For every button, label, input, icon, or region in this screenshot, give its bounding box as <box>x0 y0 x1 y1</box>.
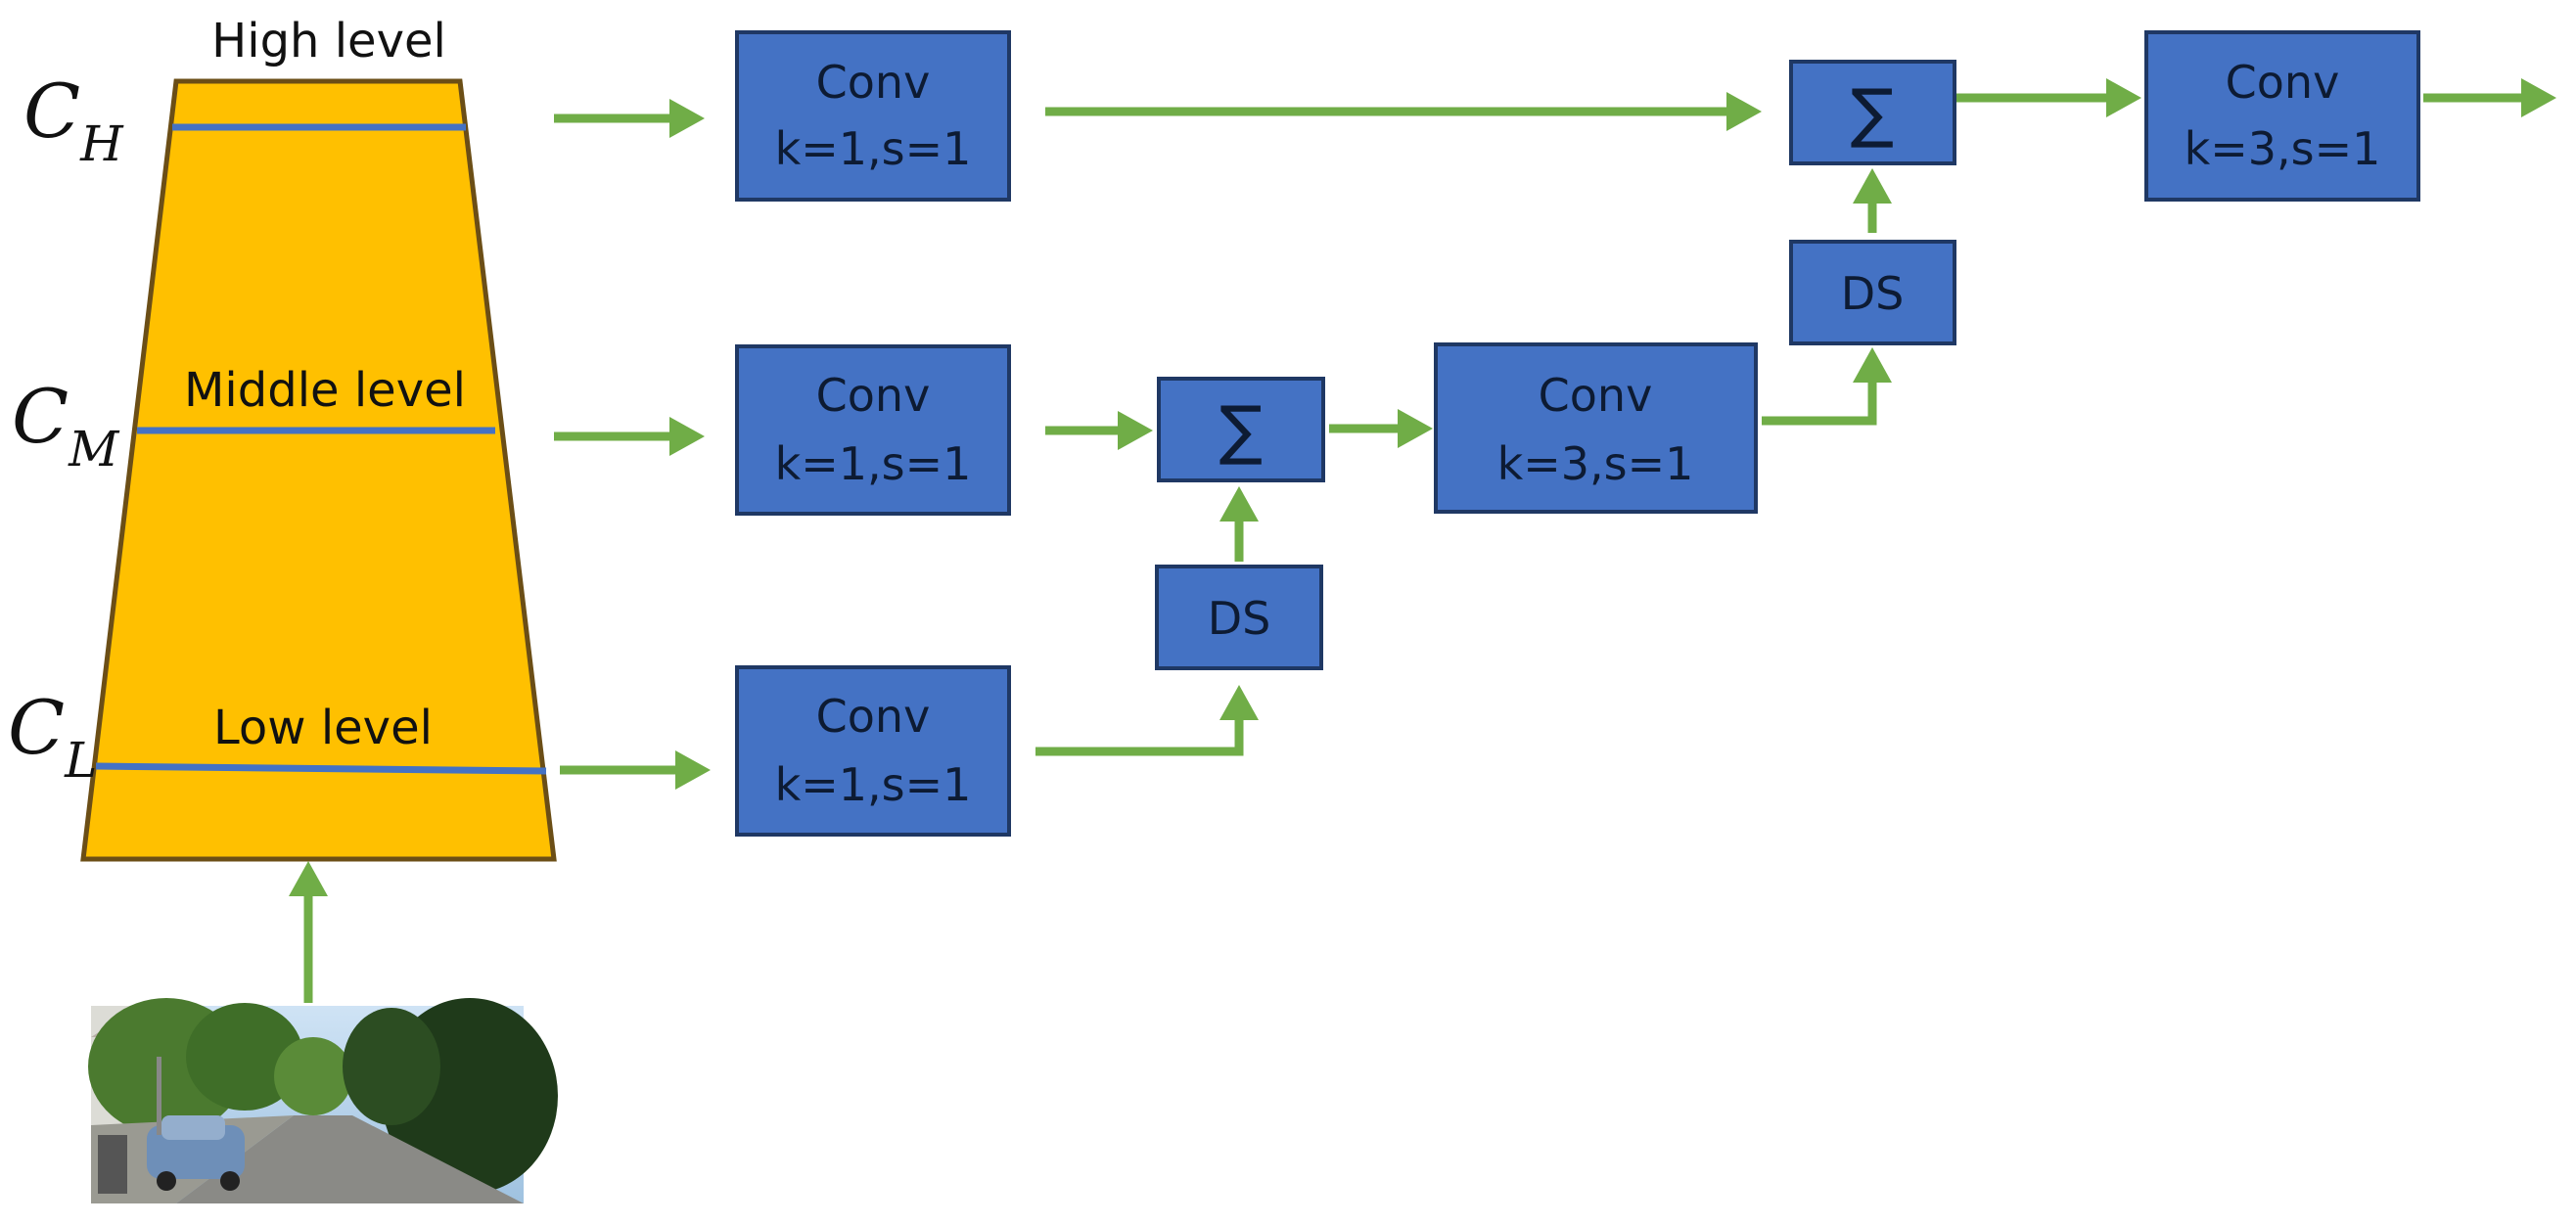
arrow-conv-mid-to-sum <box>1045 411 1153 450</box>
ds-low-label: DS <box>1208 592 1271 645</box>
arrow-sum-to-conv-fuse <box>1329 409 1433 448</box>
arrow-conv-fuse-to-ds <box>1762 347 1892 426</box>
c-high-subscript: H <box>79 115 124 172</box>
conv-out-params: k=3,s=1 <box>2185 122 2381 175</box>
c-high-base: C <box>23 68 80 155</box>
conv-out-title: Conv <box>2226 56 2340 109</box>
c-low-symbol: CL <box>8 684 97 789</box>
arrow-low-to-conv <box>560 750 711 790</box>
arrow-ds-to-sum-mid <box>1219 486 1259 562</box>
conv-mid-box: Conv k=1,s=1 <box>735 344 1011 516</box>
sum-high-symbol: ∑ <box>1851 75 1894 151</box>
svg-text:CM: CM <box>12 373 120 477</box>
block-boxes: Conv k=1,s=1 Conv k=1,s=1 Conv k=1,s=1 ∑… <box>735 30 2420 837</box>
ds-mid-box: DS <box>1789 240 1956 345</box>
conv-mid-params: k=1,s=1 <box>775 437 972 490</box>
low-level-label: Low level <box>213 701 433 755</box>
svg-text:CH: CH <box>23 68 124 172</box>
c-middle-symbol: CM <box>12 373 120 477</box>
ds-low-box: DS <box>1155 565 1323 670</box>
conv-mid-fuse-box: Conv k=3,s=1 <box>1434 342 1758 514</box>
high-level-label: High level <box>211 14 446 68</box>
ds-mid-label: DS <box>1841 267 1905 320</box>
arrow-high-to-conv <box>554 99 705 138</box>
arrow-output <box>2423 78 2556 117</box>
conv-high-params: k=1,s=1 <box>775 122 972 175</box>
conv-mid-fuse-title: Conv <box>1539 369 1653 422</box>
conv-high-box: Conv k=1,s=1 <box>735 30 1011 202</box>
svg-text:CL: CL <box>8 684 97 789</box>
c-middle-base: C <box>12 373 69 460</box>
conv-mid-title: Conv <box>816 369 931 422</box>
arrow-image-to-pyramid <box>289 861 328 1003</box>
middle-level-label: Middle level <box>184 363 466 418</box>
conv-low-title: Conv <box>816 690 931 743</box>
pyramid-shape <box>80 78 557 862</box>
arrow-conv-high-to-sum <box>1045 92 1762 131</box>
connection-arrows <box>289 78 2556 1003</box>
street-scene-photo <box>88 998 558 1203</box>
conv-low-box: Conv k=1,s=1 <box>735 665 1011 837</box>
c-low-base: C <box>8 684 65 771</box>
conv-out-box: Conv k=3,s=1 <box>2144 30 2420 202</box>
low-level-line <box>95 762 547 775</box>
conv-mid-fuse-params: k=3,s=1 <box>1497 437 1694 490</box>
arrow-ds-to-sum-high <box>1853 168 1892 233</box>
arrow-mid-to-conv <box>554 417 705 456</box>
sum-mid-box: ∑ <box>1157 377 1325 482</box>
arrow-sum-to-conv-out <box>1955 78 2141 117</box>
c-low-subscript: L <box>64 732 97 789</box>
sum-high-box: ∑ <box>1789 60 1956 165</box>
conv-low-params: k=1,s=1 <box>775 758 972 811</box>
conv-high-title: Conv <box>816 56 931 109</box>
feature-pyramid: High level Middle level Low level CH CM … <box>8 14 557 862</box>
c-middle-subscript: M <box>68 421 120 477</box>
sum-mid-symbol: ∑ <box>1219 392 1263 468</box>
c-high-symbol: CH <box>23 68 124 172</box>
arrow-conv-low-to-ds <box>1035 685 1259 756</box>
